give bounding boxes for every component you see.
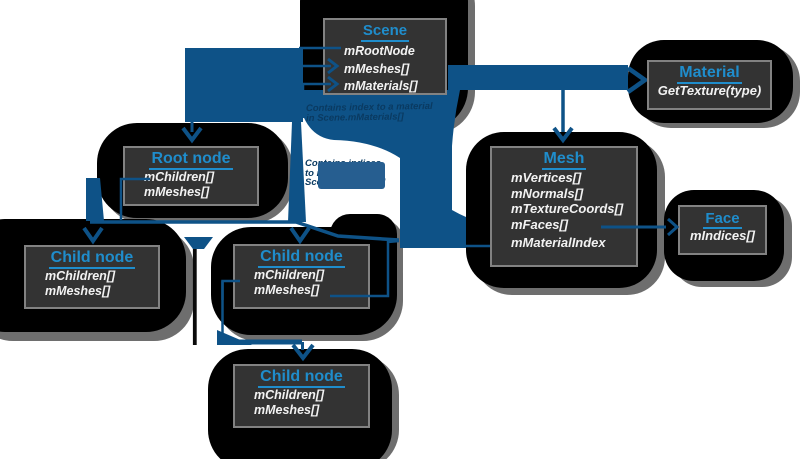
class-box-child-node-left: Child node mChildren[] mMeshes[] [24,245,160,309]
field-mmeshes: mMeshes[] [254,283,320,297]
field-mmeshes: mMeshes[] [144,185,210,199]
child-node-title: Child node [48,249,136,269]
class-box-mesh: Mesh mVertices[] mNormals[] mTextureCoor… [490,146,638,267]
class-box-material: Material GetTexture(type) [647,60,772,110]
blue-flow-shapes [86,48,628,345]
field-mtexturecoords: mTextureCoords[] [511,201,624,216]
field-gettexture: GetTexture(type) [657,83,762,98]
arrowhead-to-child-left [82,226,104,245]
child-node-title: Child node [258,248,345,268]
scene-title: Scene [360,22,410,42]
rootnode-children-bar [90,220,400,242]
field-mmeshes: mMeshes[] [45,284,111,298]
arrowhead-to-child-mid [289,226,311,245]
field-mmaterialindex: mMaterialIndex [511,235,606,250]
note-material-index: Contains index to a material in Scene.mM… [306,101,433,124]
arrowhead-to-rootnode [181,126,203,144]
class-box-root-node: Root node mChildren[] mMeshes[] [123,146,259,206]
class-box-child-node-bottom: Child node mChildren[] mMeshes[] [233,364,370,428]
field-mfaces: mFaces[] [511,216,569,232]
box-title-row: Child node [235,368,368,388]
field-mindices: mIndices[] [689,228,755,243]
field-mchildren: mChildren[] [45,269,116,283]
field-mchildren: mChildren[] [254,388,325,402]
flow-block-left [185,48,303,122]
mesh-title: Mesh [541,150,587,170]
note-highlight-overlay [318,162,385,189]
field-mmeshes: mMeshes[] [344,61,410,76]
box-title-row: Child node [26,249,158,269]
flow-pillar-left [86,178,104,221]
arrowhead-to-material [626,66,649,94]
box-title-row: Material [649,64,770,84]
face-title: Face [703,210,742,229]
field-mchildren: mChildren[] [144,170,215,184]
field-mnormals: mNormals[] [511,185,584,201]
field-mchildren: mChildren[] [254,268,325,282]
flow-trapezoid [184,237,213,249]
field-mrootnode: mRootNode [344,44,415,58]
box-title-row: Mesh [492,150,636,170]
arrowhead-to-mesh [552,126,574,144]
flow-swoosh-column [297,90,466,248]
box-title-row: Root node [125,150,257,170]
flow-pillar-right [288,122,306,222]
box-title-row: Child node [235,248,368,268]
arrowhead-to-child-bottom [291,343,315,362]
class-box-child-node-middle: Child node mChildren[] mMeshes[] [233,244,370,309]
blue-connectors [82,66,649,362]
box-title-row: Face [680,210,765,229]
box-title-row: Scene [325,22,445,42]
child-node-title: Child node [258,368,345,388]
root-node-title: Root node [149,150,233,170]
field-mmaterials: mMaterials[] [344,79,418,93]
field-mvertices: mVertices[] [511,170,582,185]
field-mmeshes: mMeshes[] [254,403,320,417]
class-box-scene: Scene mRootNode mMeshes[] mMaterials[] [323,18,447,95]
flow-band-to-material [448,65,628,90]
class-box-face: Face mIndices[] [678,205,767,255]
material-title: Material [677,64,742,84]
